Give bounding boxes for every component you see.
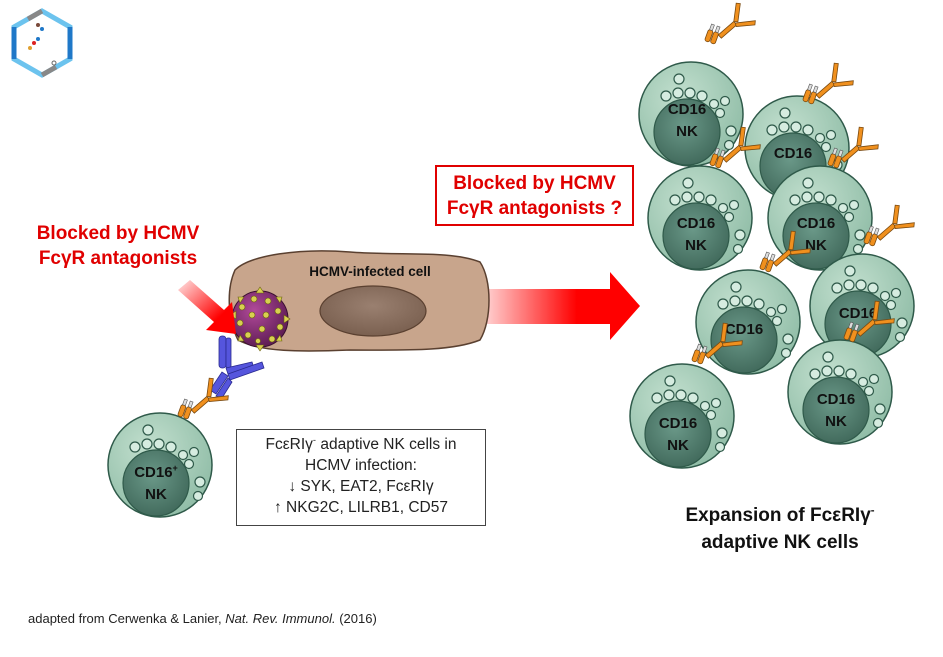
nk-cell-7: CD16 NK	[629, 315, 748, 469]
left-blocked-annotation: Blocked by HCMV FcγR antagonists	[18, 221, 218, 271]
svg-text:NK: NK	[145, 486, 167, 503]
nk-cell-6: CD16	[809, 197, 920, 359]
info-line3: ↓ SYK, EAT2, FcεRIγ	[288, 478, 434, 495]
svg-text:CD16: CD16	[774, 145, 812, 162]
nk-cell-8: CD16 NK	[787, 293, 900, 445]
citation: adapted from Cerwenka & Lanier, Nat. Rev…	[28, 611, 377, 626]
svg-text:CD16: CD16	[797, 215, 835, 232]
blocking-arrow	[178, 280, 236, 334]
svg-text:CD16: CD16	[659, 415, 697, 432]
nk-cell-3: CD16 NK	[647, 119, 766, 271]
svg-text:CD16: CD16	[817, 391, 855, 408]
info-line4: ↑ NKG2C, LILRB1, CD57	[273, 499, 448, 516]
right-annotation-line1: Blocked by HCMV	[453, 173, 616, 194]
nk-cell-cluster: CD16 NK CD16 CD16 NK CD16 NK CD16	[629, 0, 920, 469]
expansion-label: Expansion of FcεRIγ- adaptive NK cells	[655, 502, 905, 556]
nk-cell-1: CD16 NK	[638, 0, 761, 167]
right-annotation-line2: FcγR antagonists ?	[446, 198, 623, 219]
left-annotation-line2: FcγR antagonists	[38, 248, 198, 269]
nk-cell-2: CD16	[744, 55, 859, 201]
hcmv-infected-cell	[228, 250, 490, 352]
hexagon-logo-icon	[11, 8, 73, 78]
svg-text:NK: NK	[667, 437, 689, 454]
nk-cell-left: CD16+ NK	[107, 370, 234, 518]
infected-cell-label: HCMV-infected cell	[309, 264, 431, 279]
journal-name: Nat. Rev. Immunol.	[225, 611, 336, 626]
info-line2: HCMV infection:	[305, 457, 417, 474]
info-line1: FcεRIγ- adaptive NK cells in	[265, 434, 457, 453]
up-arrow-icon: ↑	[273, 499, 282, 516]
svg-text:CD16: CD16	[725, 321, 763, 338]
blue-antibody-icon	[209, 335, 265, 399]
expansion-line2: adaptive NK cells	[701, 532, 859, 553]
expansion-line1: Expansion of FcεRIγ-	[685, 504, 875, 526]
hcmv-virion	[229, 286, 291, 352]
svg-text:CD16: CD16	[839, 305, 877, 322]
svg-text:CD16: CD16	[668, 101, 706, 118]
right-blocked-annotation-box: Blocked by HCMV FcγR antagonists ?	[435, 165, 634, 226]
svg-text:CD16+: CD16+	[134, 463, 178, 481]
svg-text:NK: NK	[676, 123, 698, 140]
down-arrow-icon: ↓	[288, 478, 297, 495]
left-annotation-line1: Blocked by HCMV	[36, 223, 200, 244]
svg-text:NK: NK	[825, 413, 847, 430]
adaptive-nk-info-box: FcεRIγ- adaptive NK cells in HCMV infect…	[236, 429, 486, 526]
svg-text:NK: NK	[685, 237, 707, 254]
nk-cell-5: CD16	[695, 223, 816, 375]
progression-arrow	[482, 272, 640, 340]
svg-text:CD16: CD16	[677, 215, 715, 232]
